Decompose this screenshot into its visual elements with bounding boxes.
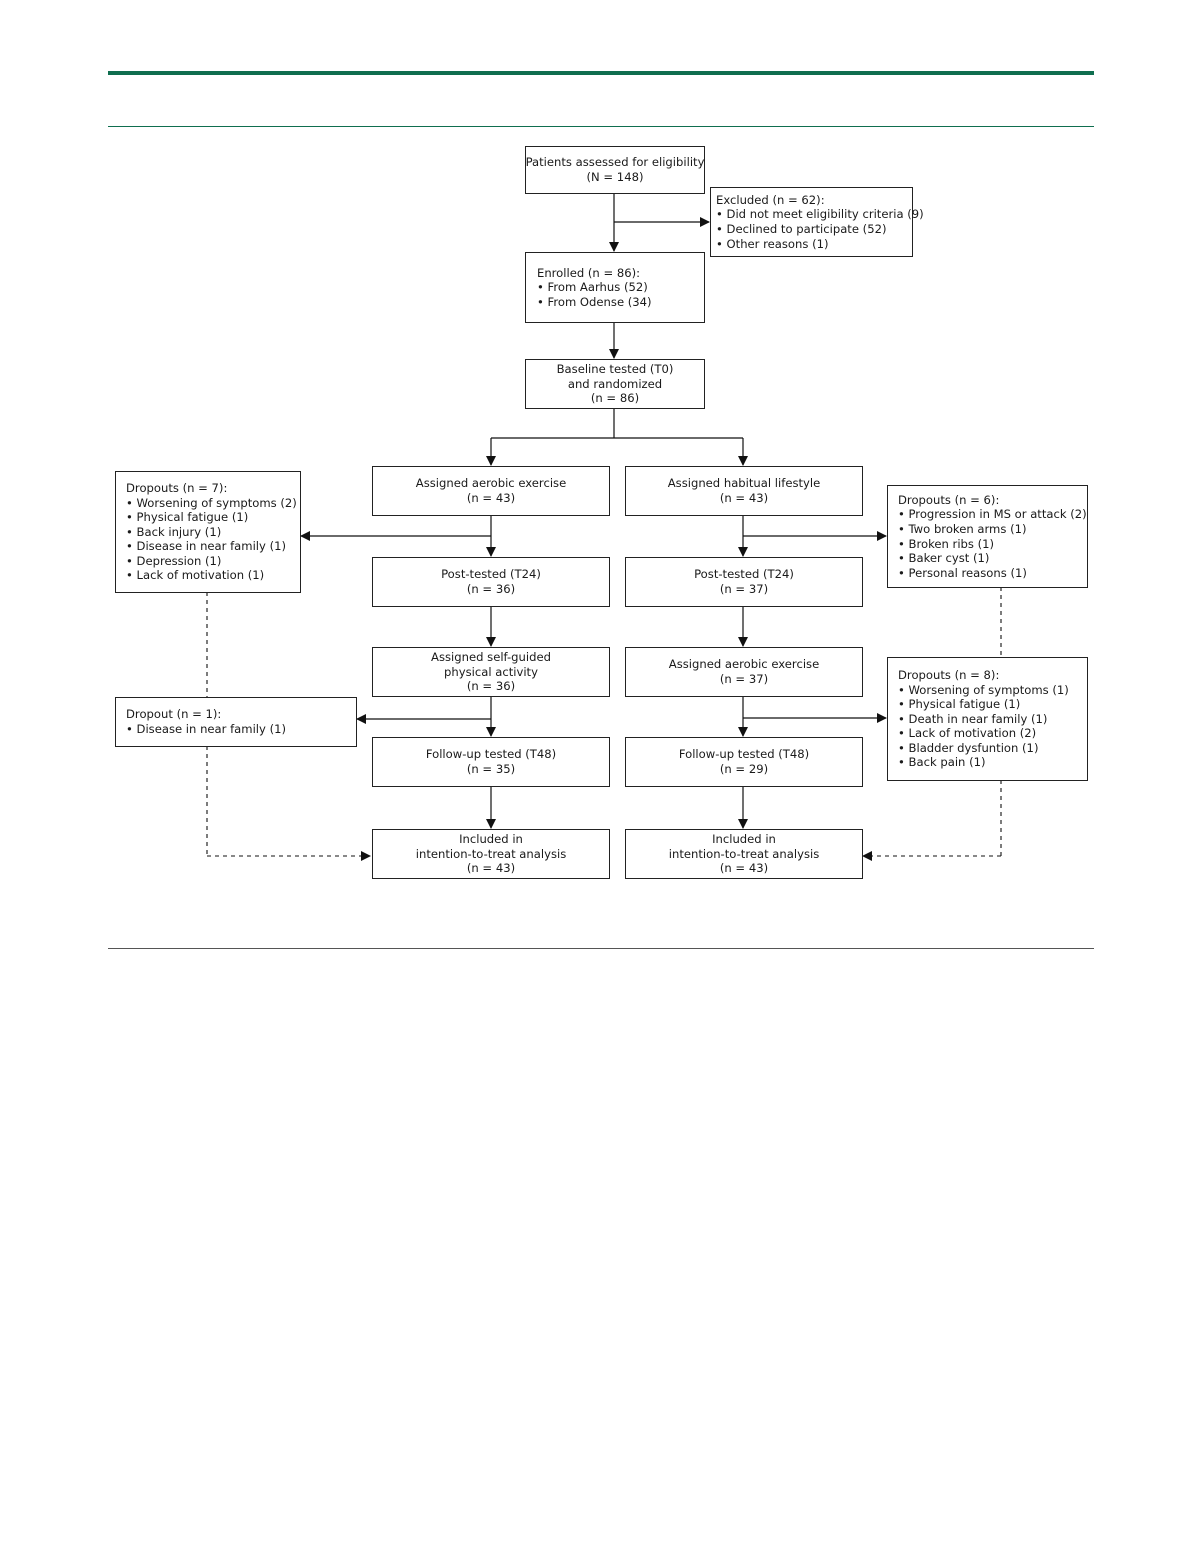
box-assessed-line-2: (N = 148) — [586, 170, 644, 184]
box-dropouts-left-1-line-4: • Back injury (1) — [126, 524, 222, 539]
box-followup-right-line-1: Follow-up tested (T48) — [678, 747, 810, 762]
box-dropouts-right-2-line-2: • Worsening of symptoms (1) — [898, 682, 1069, 697]
box-selfguided-assigned-line-2: physical activity — [444, 664, 538, 679]
box-habitual-assigned: Assigned habitual lifestyle (n = 43) — [625, 466, 863, 516]
box-enrolled-line-3: • From Odense (34) — [537, 294, 652, 309]
box-post-left: Post-tested (T24) (n = 36) — [372, 557, 610, 607]
box-dropouts-right-2-line-4: • Death in near family (1) — [898, 711, 1048, 726]
box-itt-right-line-3: (n = 43) — [719, 861, 769, 876]
box-followup-right: Follow-up tested (T48) (n = 29) — [625, 737, 863, 787]
box-post-left-line-1: Post-tested (T24) — [441, 567, 541, 582]
box-aerobic-assigned-2-line-1: Assigned aerobic exercise — [668, 657, 820, 672]
box-dropouts-left-1-line-2: • Worsening of symptoms (2) — [126, 495, 297, 510]
box-dropouts-right-1: Dropouts (n = 6): • Progression in MS or… — [887, 485, 1088, 588]
box-dropouts-left-1-line-1: Dropouts (n = 7): — [126, 480, 228, 495]
box-aerobic-assigned-line-1: Assigned aerobic exercise — [415, 476, 567, 491]
box-post-left-line-2: (n = 36) — [466, 582, 516, 596]
box-dropouts-right-2-line-1: Dropouts (n = 8): — [898, 667, 1000, 682]
box-dropouts-right-1-line-5: • Baker cyst (1) — [898, 551, 990, 566]
box-enrolled-line-1: Enrolled (n = 86): — [537, 265, 641, 280]
header-rule-thin — [108, 126, 1094, 127]
box-dropouts-right-1-line-2: • Progression in MS or attack (2) — [898, 507, 1087, 522]
box-itt-left: Included in intention-to-treat analysis … — [372, 829, 610, 879]
box-excluded: Excluded (n = 62): • Did not meet eligib… — [710, 187, 924, 257]
box-dropout-left-2-line-2: • Disease in near family (1) — [126, 722, 286, 736]
box-excluded-line-4: • Other reasons (1) — [716, 236, 829, 251]
box-assessed-line-1: Patients assessed for eligibility — [525, 155, 705, 170]
box-itt-left-line-3: (n = 43) — [466, 861, 516, 876]
box-enrolled: Enrolled (n = 86): • From Aarhus (52) • … — [525, 252, 705, 323]
box-dropout-left-2: Dropout (n = 1): • Disease in near famil… — [115, 697, 357, 747]
box-dropouts-right-2-line-7: • Back pain (1) — [898, 755, 986, 770]
box-selfguided-assigned: Assigned self-guided physical activity (… — [372, 647, 610, 697]
box-aerobic-assigned-2: Assigned aerobic exercise (n = 37) — [625, 647, 863, 697]
box-dropouts-left-1-line-3: • Physical fatigue (1) — [126, 510, 249, 525]
box-itt-right-line-2: intention-to-treat analysis — [668, 846, 820, 861]
footer-rule — [108, 948, 1094, 949]
box-excluded-line-2: • Did not meet eligibility criteria (9) — [716, 207, 924, 222]
box-baseline-line-1: Baseline tested (T0) — [556, 362, 674, 377]
header-rule-thick — [108, 71, 1094, 75]
box-baseline-line-3: (n = 86) — [590, 391, 640, 406]
box-post-right-line-2: (n = 37) — [719, 582, 769, 596]
box-dropouts-left-1-line-7: • Lack of motivation (1) — [126, 568, 265, 583]
box-baseline: Baseline tested (T0) and randomized (n =… — [525, 359, 705, 409]
box-dropouts-right-1-line-6: • Personal reasons (1) — [898, 565, 1027, 580]
box-dropouts-right-2: Dropouts (n = 8): • Worsening of symptom… — [887, 657, 1088, 781]
box-dropouts-right-1-line-1: Dropouts (n = 6): — [898, 492, 1000, 507]
box-excluded-line-1: Excluded (n = 62): — [716, 192, 825, 207]
box-aerobic-assigned-2-line-2: (n = 37) — [719, 672, 769, 686]
box-dropouts-right-1-line-3: • Two broken arms (1) — [898, 521, 1027, 536]
box-followup-left: Follow-up tested (T48) (n = 35) — [372, 737, 610, 787]
box-dropout-left-2-line-1: Dropout (n = 1): — [126, 707, 222, 722]
box-post-right-line-1: Post-tested (T24) — [694, 567, 794, 582]
box-followup-left-line-1: Follow-up tested (T48) — [425, 747, 557, 762]
box-selfguided-assigned-line-1: Assigned self-guided — [431, 650, 551, 665]
box-dropouts-right-2-line-5: • Lack of motivation (2) — [898, 726, 1037, 741]
box-aerobic-assigned: Assigned aerobic exercise (n = 43) — [372, 466, 610, 516]
box-followup-left-line-2: (n = 35) — [466, 762, 516, 776]
box-dropouts-left-1: Dropouts (n = 7): • Worsening of symptom… — [115, 471, 301, 593]
box-assessed: Patients assessed for eligibility (N = 1… — [525, 146, 705, 194]
box-dropouts-left-1-line-5: • Disease in near family (1) — [126, 539, 286, 554]
box-dropouts-right-1-line-4: • Broken ribs (1) — [898, 536, 995, 551]
box-itt-left-line-1: Included in — [459, 832, 523, 847]
box-habitual-assigned-line-2: (n = 43) — [719, 491, 769, 505]
box-aerobic-assigned-line-2: (n = 43) — [466, 491, 516, 505]
box-habitual-assigned-line-1: Assigned habitual lifestyle — [667, 476, 821, 491]
box-post-right: Post-tested (T24) (n = 37) — [625, 557, 863, 607]
box-baseline-line-2: and randomized — [567, 376, 663, 391]
box-excluded-line-3: • Declined to participate (52) — [716, 222, 887, 236]
box-itt-right: Included in intention-to-treat analysis … — [625, 829, 863, 879]
box-dropouts-right-2-line-3: • Physical fatigue (1) — [898, 697, 1021, 712]
box-dropouts-right-2-line-6: • Bladder dysfuntion (1) — [898, 740, 1039, 755]
box-followup-right-line-2: (n = 29) — [719, 762, 769, 776]
box-itt-right-line-1: Included in — [712, 832, 776, 847]
box-dropouts-left-1-line-6: • Depression (1) — [126, 553, 222, 568]
box-enrolled-line-2: • From Aarhus (52) — [537, 280, 648, 295]
box-selfguided-assigned-line-3: (n = 36) — [466, 679, 516, 694]
box-itt-left-line-2: intention-to-treat analysis — [415, 846, 567, 861]
